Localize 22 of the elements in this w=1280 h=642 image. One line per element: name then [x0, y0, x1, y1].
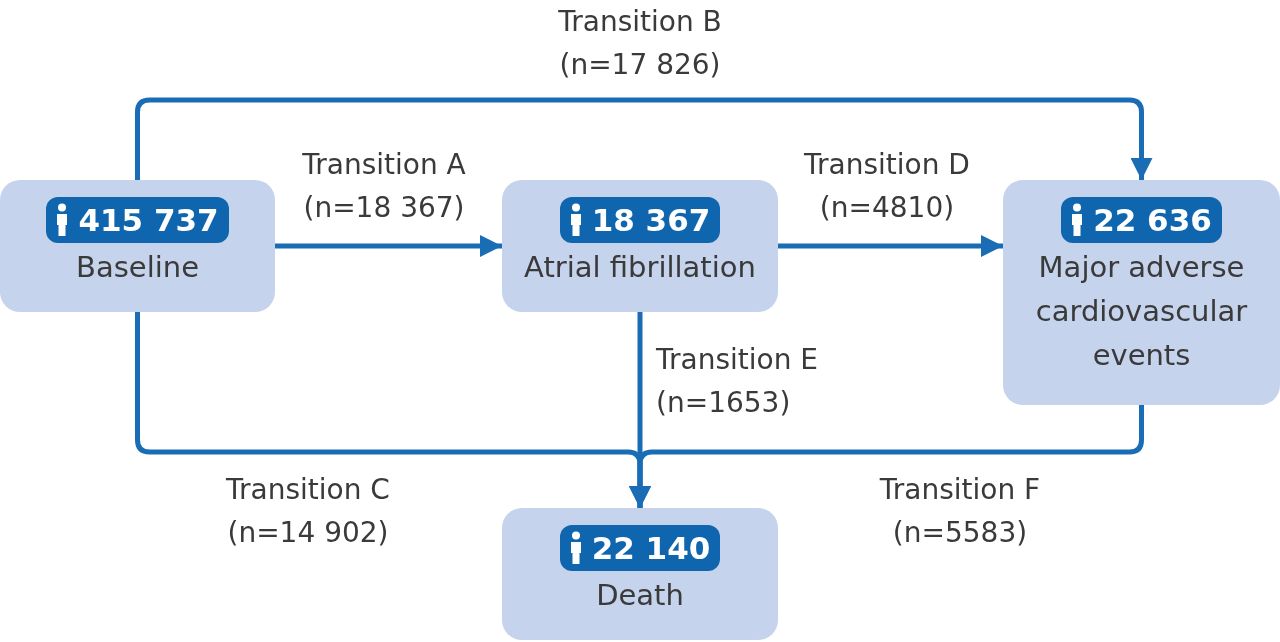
edge-label: Transition D (n=4810) — [803, 147, 971, 226]
state-box — [1003, 180, 1280, 405]
count-text: 22 636 — [1093, 201, 1212, 240]
state-box — [0, 180, 275, 312]
edge-label: Transition C (n=14 902) — [225, 472, 391, 551]
state-label: Death — [596, 577, 684, 614]
state-box — [502, 508, 778, 640]
edge-label: Transition F (n=5583) — [878, 472, 1042, 551]
count-text: 22 140 — [591, 529, 711, 568]
arrow — [135, 97, 1153, 180]
edge-label: Transition B (n=17 826) — [557, 4, 723, 83]
edge-label: Transition E (n=1653) — [656, 342, 819, 421]
arrow — [275, 235, 502, 257]
count-text: 18 367 — [591, 201, 711, 240]
state-label: Major adverse cardiovascular events — [1034, 249, 1249, 374]
state-label: Baseline — [76, 249, 199, 286]
count-text: 415 737 — [78, 201, 219, 240]
arrow — [629, 405, 1144, 508]
edge-label: Transition A (n=18 367) — [301, 147, 467, 226]
state-box — [502, 180, 778, 312]
state-label: Atrial fibrillation — [524, 249, 756, 286]
arrow — [778, 235, 1003, 257]
